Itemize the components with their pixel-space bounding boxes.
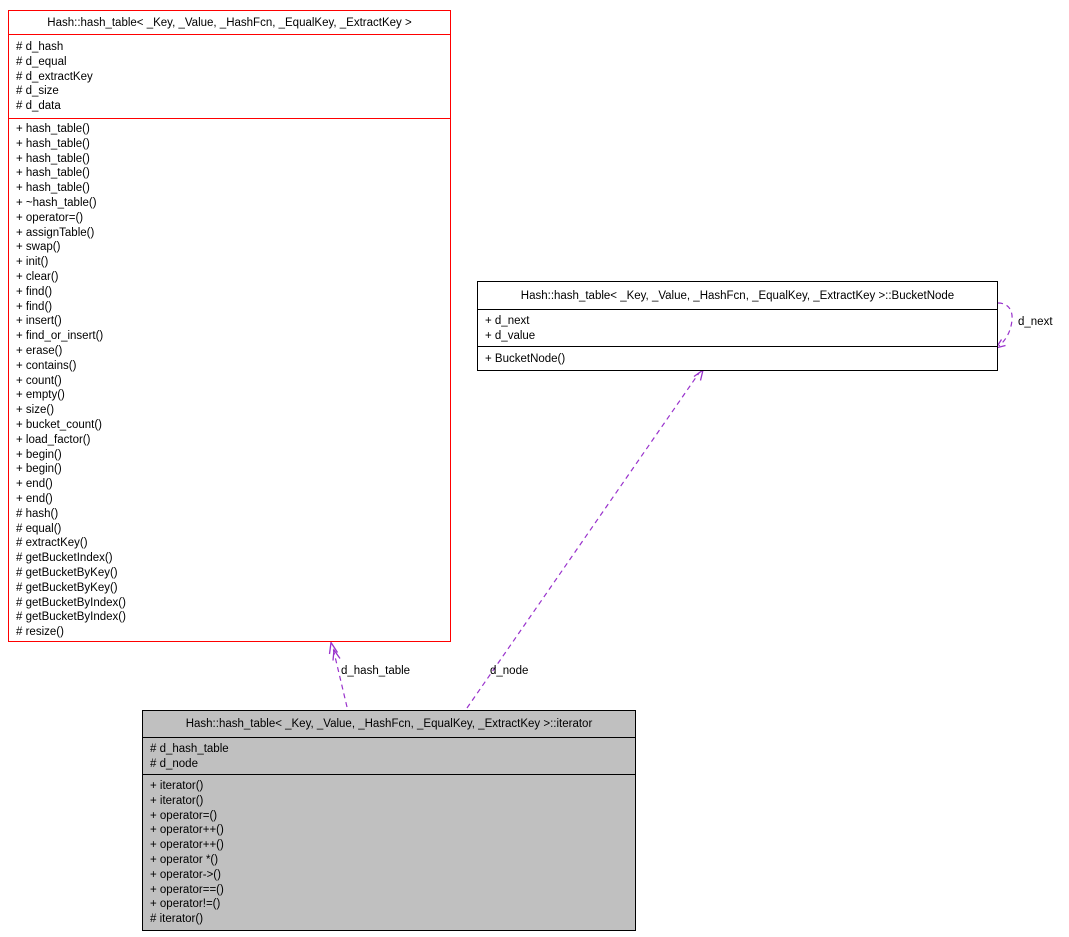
- class-title-iterator: Hash::hash_table< _Key, _Value, _HashFcn…: [185, 718, 593, 730]
- methods-section-iterator: + iterator() + iterator() + operator=() + o…: [143, 774, 635, 930]
- methods-section-hash-table: + hash_table() + hash_table() + hash_table…: [9, 118, 450, 641]
- member-item: # resize(): [16, 626, 64, 639]
- member-item: + iterator(): [150, 780, 204, 792]
- edge-label-d-hash-table: d_hash_table: [341, 665, 411, 677]
- member-item: # extractKey(): [16, 537, 88, 550]
- member-item: + hash_table(): [16, 123, 90, 135]
- member-item: # getBucketByIndex(): [16, 611, 126, 624]
- member-item: # d_node: [150, 757, 198, 770]
- attributes-section-bucket-node: + d_next + d_value: [478, 309, 997, 346]
- member-item: + init(): [16, 256, 49, 269]
- member-item: # d_data: [16, 100, 61, 113]
- member-item: # d_hash_table: [150, 743, 229, 755]
- member-item: # iterator(): [150, 913, 204, 926]
- edge-label-d-node: d_node: [490, 665, 529, 677]
- edge-label-d-next: d_next: [1018, 316, 1053, 328]
- member-item: + operator==(): [150, 883, 224, 896]
- member-item: + d_next: [485, 315, 530, 327]
- member-item: + operator *(): [150, 853, 219, 866]
- member-item: + ~hash_table(): [16, 196, 97, 209]
- member-item: # getBucketIndex(): [16, 552, 113, 565]
- member-item: + hash_table(): [16, 167, 90, 180]
- member-item: + empty(): [16, 389, 65, 402]
- member-item: + operator!=(): [150, 898, 221, 911]
- class-title-hash-table: Hash::hash_table< _Key, _Value, _HashFcn…: [47, 16, 412, 29]
- edge-d-node: [466, 368, 705, 709]
- member-item: + find(): [16, 300, 53, 313]
- member-item: # hash(): [16, 507, 59, 520]
- class-box-iterator: Hash::hash_table< _Key, _Value, _HashFcn…: [142, 710, 636, 931]
- class-title-bucket-node: Hash::hash_table< _Key, _Value, _HashFcn…: [520, 289, 955, 302]
- member-item: + hash_table(): [16, 152, 90, 165]
- member-item: + size(): [16, 404, 55, 417]
- member-item: # getBucketByIndex(): [16, 596, 126, 609]
- member-item: + begin(): [16, 463, 62, 476]
- member-item: + clear(): [16, 270, 59, 283]
- member-item: + d_value: [485, 329, 536, 342]
- member-item: + load_factor(): [16, 433, 91, 446]
- member-item: + operator++(): [150, 839, 224, 852]
- member-item: # d_size: [16, 85, 59, 98]
- member-item: + end(): [16, 492, 53, 505]
- member-item: + assignTable(): [16, 226, 95, 239]
- member-item: + iterator(): [150, 794, 204, 807]
- edge-d-next-loop: [994, 302, 1013, 350]
- member-item: # getBucketByKey(): [16, 566, 118, 579]
- member-item: # d_hash: [16, 41, 64, 53]
- member-item: + operator=(): [16, 211, 84, 224]
- member-item: + count(): [16, 374, 62, 387]
- member-item: # equal(): [16, 522, 62, 535]
- member-item: + BucketNode(): [485, 353, 566, 365]
- methods-section-bucket-node: + BucketNode(): [478, 346, 997, 370]
- member-item: # d_equal: [16, 55, 67, 68]
- class-box-hash-table[interactable]: Hash::hash_table< _Key, _Value, _HashFcn…: [8, 10, 451, 642]
- member-item: + operator=(): [150, 809, 218, 822]
- member-item: + hash_table(): [16, 182, 90, 195]
- member-item: + hash_table(): [16, 137, 90, 150]
- class-box-bucket-node[interactable]: Hash::hash_table< _Key, _Value, _HashFcn…: [477, 281, 998, 371]
- member-item: + insert(): [16, 315, 62, 328]
- member-item: + begin(): [16, 448, 62, 461]
- member-item: + bucket_count(): [16, 418, 102, 431]
- member-item: # getBucketByKey(): [16, 581, 118, 594]
- attributes-section-iterator: # d_hash_table # d_node: [143, 737, 635, 774]
- member-item: + find(): [16, 285, 53, 298]
- member-item: + swap(): [16, 241, 61, 254]
- member-item: + erase(): [16, 344, 63, 357]
- attributes-section-hash-table: # d_hash # d_equal # d_extractKey # d_size #…: [9, 34, 450, 118]
- member-item: + contains(): [16, 359, 77, 372]
- member-item: + operator++(): [150, 824, 224, 837]
- member-item: + find_or_insert(): [16, 330, 104, 343]
- member-item: # d_extractKey: [16, 70, 93, 83]
- member-item: + operator->(): [150, 868, 221, 881]
- member-item: + end(): [16, 478, 53, 491]
